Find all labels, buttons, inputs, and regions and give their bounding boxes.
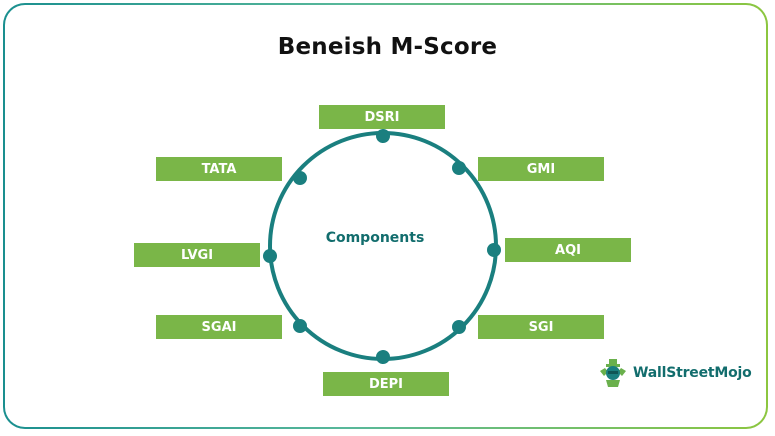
- component-box-lvgi: LVGI: [134, 243, 260, 267]
- component-box-sgai: SGAI: [156, 315, 282, 339]
- diagram-title: Beneish M-Score: [277, 34, 498, 60]
- component-box-tata: TATA: [156, 157, 282, 181]
- wallstreetmojo-logo-icon: [600, 359, 626, 387]
- brand-name: WallStreetMojo: [633, 365, 752, 381]
- component-box-sgi: SGI: [478, 315, 604, 339]
- component-box-dsri: DSRI: [319, 105, 445, 129]
- node-aqi: [487, 243, 501, 257]
- component-box-aqi: AQI: [505, 238, 631, 262]
- brand-logo: WallStreetMojo: [598, 358, 752, 388]
- node-sgai: [293, 319, 307, 333]
- center-label: Components: [325, 230, 425, 246]
- node-dsri: [376, 129, 390, 143]
- node-sgi: [452, 320, 466, 334]
- node-lvgi: [263, 249, 277, 263]
- component-box-gmi: GMI: [478, 157, 604, 181]
- component-box-depi: DEPI: [323, 372, 449, 396]
- node-gmi: [452, 161, 466, 175]
- node-tata: [293, 171, 307, 185]
- node-depi: [376, 350, 390, 364]
